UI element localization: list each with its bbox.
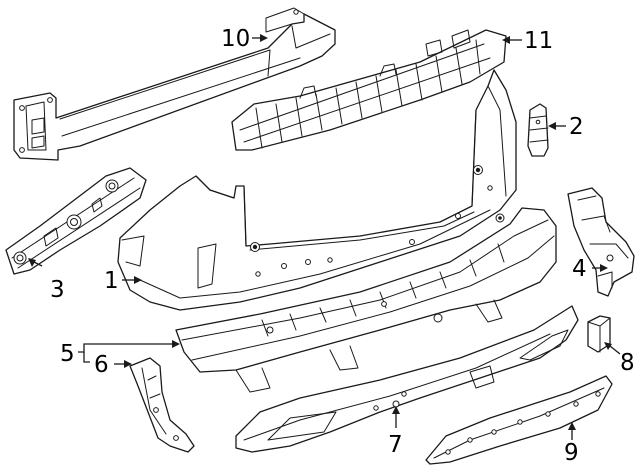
part-9-trim-molding — [425, 375, 613, 465]
callout-9: 9 — [564, 440, 579, 466]
callout-1: 1 — [104, 268, 119, 294]
part-5-lower-cover — [175, 207, 557, 393]
callout-11: 11 — [524, 28, 553, 54]
callout-5: 5 — [60, 341, 75, 367]
callout-4: 4 — [572, 256, 587, 282]
callout-3: 3 — [50, 277, 65, 303]
part-3-side-bracket — [5, 167, 147, 275]
part-6-lower-bracket — [129, 357, 195, 453]
part-4-side-bracket — [567, 187, 635, 297]
part-10-impact-bar — [13, 7, 336, 161]
callout-labels: 10 11 2 3 1 4 5 6 8 7 9 — [50, 26, 635, 466]
callout-2: 2 — [569, 114, 584, 140]
callout-leaders — [28, 34, 621, 440]
callout-7: 7 — [388, 432, 403, 458]
part-7-lower-diffuser — [235, 305, 579, 453]
callout-6: 6 — [94, 352, 109, 378]
part-2-small-bracket — [527, 103, 549, 157]
callout-8: 8 — [620, 350, 635, 376]
part-11-energy-absorber — [231, 29, 507, 151]
part-1-bumper-cover — [117, 69, 517, 311]
callout-10: 10 — [221, 26, 250, 52]
